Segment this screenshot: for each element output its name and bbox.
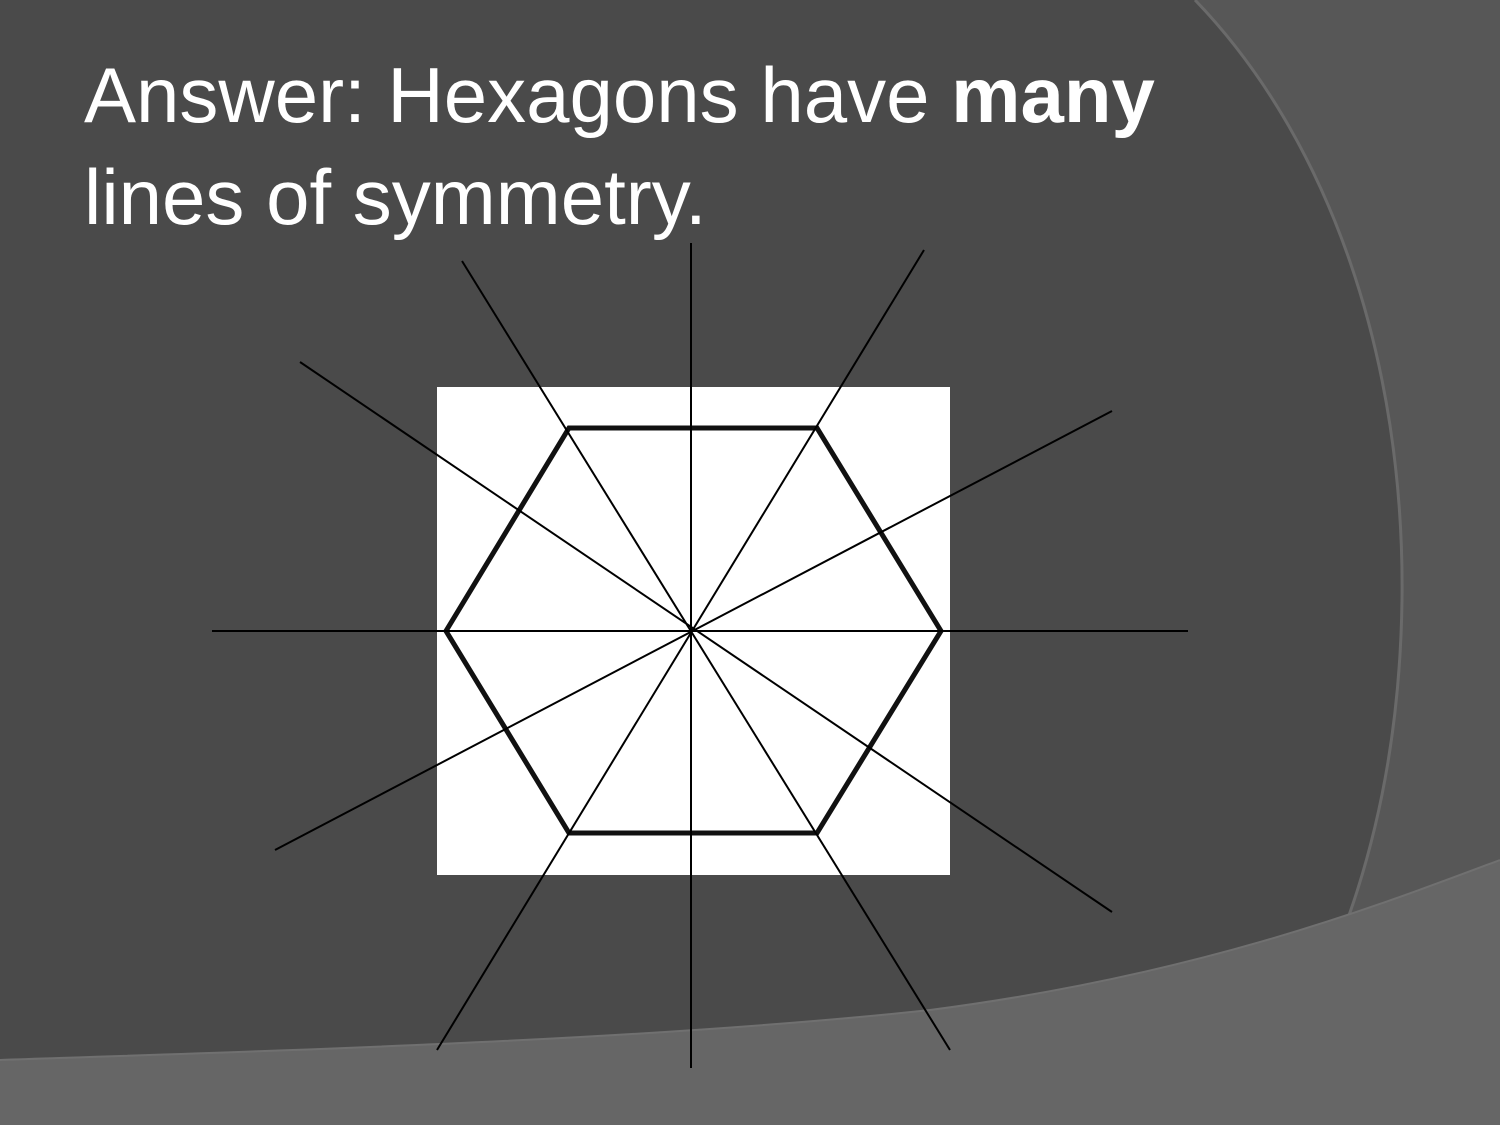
background-arc-band <box>1195 0 1500 1125</box>
symmetry-line-diagonal-4 <box>274 410 1113 851</box>
title-text-end: lines of symmetry. <box>84 153 707 241</box>
background-bottom-band <box>0 860 1500 1125</box>
symmetry-line-diagonal-1 <box>461 260 951 1051</box>
background-bottom-outline <box>0 859 1500 1061</box>
symmetry-lines <box>212 243 1188 1068</box>
symmetry-line-diagonal-3 <box>299 361 1113 913</box>
title-text-start: Answer: Hexagons have <box>84 51 952 139</box>
symmetry-line-diagonal-2 <box>436 249 925 1051</box>
slide-title: Answer: Hexagons have many lines of symm… <box>84 44 1324 248</box>
title-emphasis: many <box>951 51 1155 139</box>
